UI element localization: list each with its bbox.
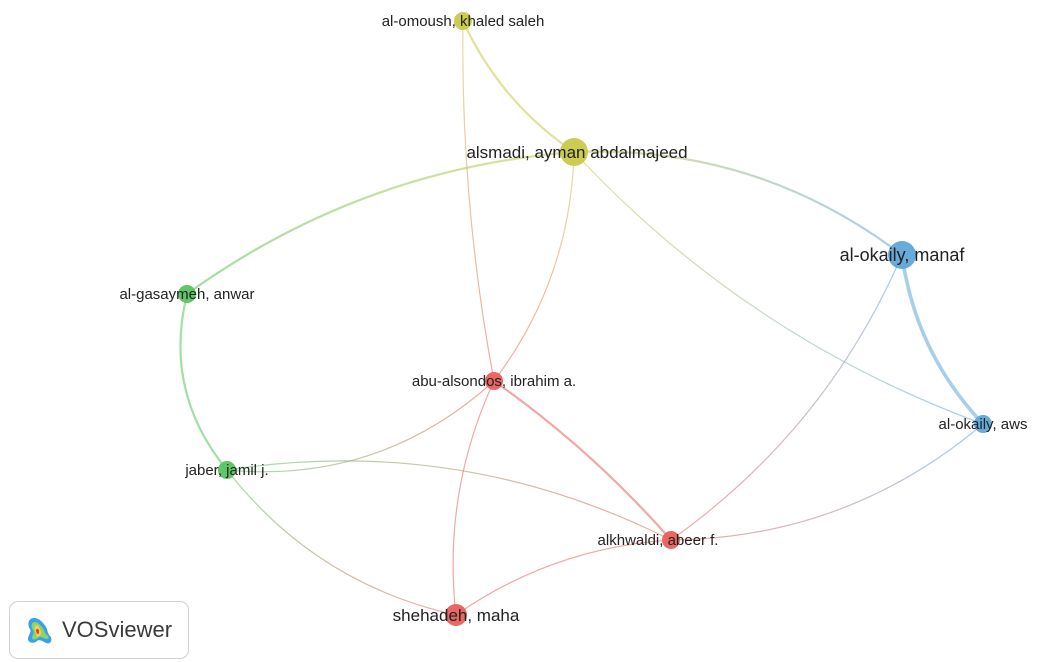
link-al-omoush-abu-alsondos[interactable]: [462, 20, 495, 382]
link-alsmadi-abu-alsondos[interactable]: [493, 151, 575, 382]
link-al-okaily-manaf-al-okaily-aws[interactable]: [900, 254, 985, 426]
node-label-al-omoush[interactable]: al-omoush, khaled saleh: [382, 13, 545, 30]
node-alkhwaldi[interactable]: [662, 531, 680, 549]
link-al-okaily-aws-alkhwaldi[interactable]: [670, 423, 984, 541]
link-alsmadi-al-gasaymeh[interactable]: [186, 150, 575, 295]
node-al-omoush[interactable]: [454, 12, 472, 30]
link-alsmadi-al-okaily-manaf[interactable]: [573, 150, 903, 256]
node-shehadeh[interactable]: [445, 604, 467, 626]
vosviewer-logo-icon: [28, 618, 52, 644]
link-jaber-alkhwaldi[interactable]: [226, 460, 672, 541]
node-al-gasaymeh[interactable]: [178, 285, 196, 303]
link-al-omoush-alsmadi[interactable]: [462, 20, 575, 153]
link-alkhwaldi-shehadeh[interactable]: [455, 539, 672, 616]
node-label-al-okaily-aws[interactable]: al-okaily, aws: [939, 416, 1028, 433]
node-label-alsmadi[interactable]: alsmadi, ayman abdalmajeed: [466, 143, 687, 162]
node-label-jaber[interactable]: jaber, jamil j.: [184, 462, 268, 479]
node-label-al-gasaymeh[interactable]: al-gasaymeh, anwar: [119, 286, 254, 303]
node-al-okaily-aws[interactable]: [974, 415, 992, 433]
node-label-alkhwaldi[interactable]: alkhwaldi, abeer f.: [598, 532, 719, 549]
link-jaber-abu-alsondos[interactable]: [226, 380, 495, 473]
node-alsmadi[interactable]: [560, 138, 588, 166]
node-al-okaily-manaf[interactable]: [888, 241, 916, 269]
link-al-gasaymeh-jaber[interactable]: [179, 293, 228, 471]
link-abu-alsondos-alkhwaldi[interactable]: [493, 380, 672, 541]
link-alsmadi-al-okaily-aws[interactable]: [573, 151, 984, 425]
links-layer: [179, 20, 985, 616]
link-al-okaily-manaf-alkhwaldi[interactable]: [670, 254, 903, 541]
node-abu-alsondos[interactable]: [485, 372, 503, 390]
node-label-al-okaily-manaf[interactable]: al-okaily, manaf: [840, 245, 966, 265]
link-jaber-shehadeh[interactable]: [226, 469, 457, 616]
vosviewer-badge[interactable]: VOSviewer: [9, 601, 189, 659]
node-label-abu-alsondos[interactable]: abu-alsondos, ibrahim a.: [412, 373, 576, 390]
link-abu-alsondos-shehadeh[interactable]: [452, 380, 495, 616]
labels-layer: al-omoush, khaled saleh alsmadi, ayman ab…: [119, 13, 1027, 625]
vosviewer-brand-text: VOSviewer: [62, 617, 173, 642]
nodes-layer: [178, 12, 992, 626]
node-label-shehadeh[interactable]: shehadeh, maha: [393, 606, 520, 625]
node-jaber[interactable]: [218, 461, 236, 479]
